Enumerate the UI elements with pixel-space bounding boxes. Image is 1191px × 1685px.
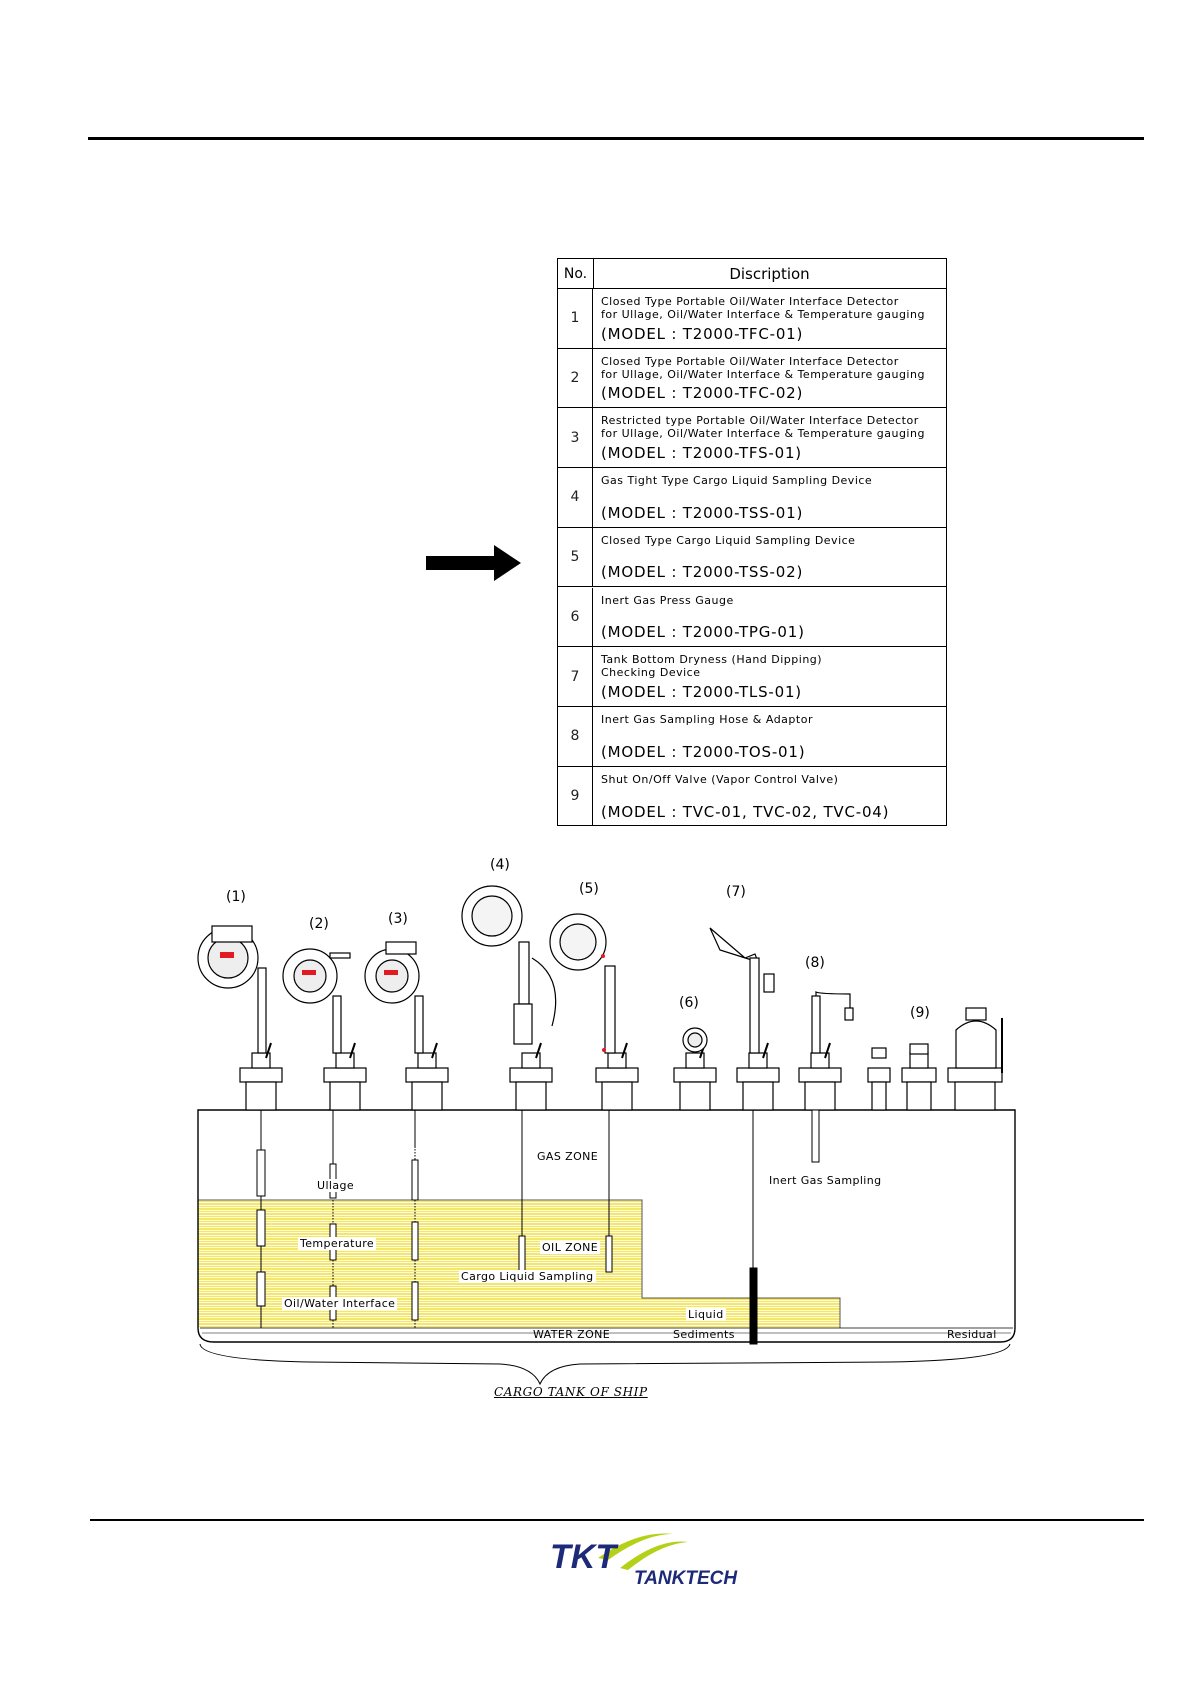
row-model: (MODEL : T2000-TPG-01) xyxy=(601,623,805,642)
row-model: (MODEL : T2000-TFS-01) xyxy=(601,444,802,463)
row-desc: Inert Gas Sampling Hose & Adaptor xyxy=(601,712,813,726)
row-model: (MODEL : TVC-01, TVC-02, TVC-04) xyxy=(601,803,890,822)
logo-mark: TKT xyxy=(550,1538,619,1576)
device-number: (3) xyxy=(388,911,408,927)
row-no: 2 xyxy=(558,348,593,408)
row-model: (MODEL : T2000-TFC-02) xyxy=(601,384,804,403)
sediments-label: Sediments xyxy=(673,1328,735,1341)
row-model: (MODEL : T2000-TSS-02) xyxy=(601,563,804,582)
valve-handles xyxy=(265,1018,1003,1073)
device-number: (9) xyxy=(910,1005,930,1021)
oil-zone-label: OIL ZONE xyxy=(540,1241,601,1254)
ullage-label: Ullage xyxy=(315,1179,357,1192)
spec-table: No. Discription 1 Closed Type Portable O… xyxy=(557,258,947,827)
table-row: 8 Inert Gas Sampling Hose & Adaptor (MOD… xyxy=(558,706,946,767)
table-header: No. Discription xyxy=(558,259,946,289)
table-row: 2 Closed Type Portable Oil/Water Interfa… xyxy=(558,348,946,409)
row-desc: Shut On/Off Valve (Vapor Control Valve) xyxy=(601,772,839,786)
row-desc: Restricted type Portable Oil/Water Inter… xyxy=(601,414,925,441)
row-no: 8 xyxy=(558,706,593,766)
tanktech-logo: TKT TANKTECH xyxy=(550,1533,738,1588)
row-desc: Closed Type Cargo Liquid Sampling Device xyxy=(601,533,856,547)
row-no: 9 xyxy=(558,766,593,827)
arrow-right-icon xyxy=(426,545,521,581)
device-number: (5) xyxy=(579,881,599,897)
diagram-caption: CARGO TANK OF SHIP xyxy=(494,1385,648,1399)
row-desc: Closed Type Portable Oil/Water Interface… xyxy=(601,295,925,321)
table-row: 7 Tank Bottom Dryness (Hand Dipping) Che… xyxy=(558,647,946,707)
logo-name: TANKTECH xyxy=(634,1568,738,1588)
gas-zone-label: GAS ZONE xyxy=(537,1150,599,1163)
row-no: 7 xyxy=(558,647,593,706)
row-desc: Inert Gas Press Gauge xyxy=(601,593,734,607)
instrument-markers xyxy=(220,952,606,1052)
temperature-label: Temperature xyxy=(298,1237,377,1250)
device-number: (8) xyxy=(805,955,825,971)
device-number: (1) xyxy=(226,889,246,905)
row-desc: Tank Bottom Dryness (Hand Dipping) Check… xyxy=(601,653,823,680)
deck-fittings xyxy=(239,1052,1003,1111)
row-desc: Closed Type Portable Oil/Water Interface… xyxy=(601,354,925,381)
top-rule xyxy=(88,137,1144,140)
inert-gas-sampling-label: Inert Gas Sampling xyxy=(769,1174,882,1187)
table-row: 4 Gas Tight Type Cargo Liquid Sampling D… xyxy=(558,468,946,528)
row-model: (MODEL : T2000-TOS-01) xyxy=(601,742,806,761)
cargo-tank-diagram xyxy=(197,885,1016,1386)
row-no: 1 xyxy=(558,289,593,348)
tank-brace xyxy=(199,1343,1011,1386)
row-no: 3 xyxy=(558,408,593,468)
instruments xyxy=(197,885,997,1069)
device-number: (7) xyxy=(726,884,746,900)
row-no: 4 xyxy=(558,468,593,527)
row-no: 5 xyxy=(558,527,593,587)
tank-outline xyxy=(197,1109,1016,1343)
row-desc: Gas Tight Type Cargo Liquid Sampling Dev… xyxy=(601,474,873,488)
device-number: (2) xyxy=(309,916,329,932)
table-row: 9 Shut On/Off Valve (Vapor Control Valve… xyxy=(558,766,946,827)
table-row: 6 Inert Gas Press Gauge (MODEL : T2000-T… xyxy=(558,587,946,648)
bottom-rule xyxy=(90,1519,1144,1521)
device-number: (4) xyxy=(490,857,510,873)
row-no: 6 xyxy=(558,587,593,647)
liquid-label: Liquid xyxy=(686,1308,726,1321)
residual-label: Residual xyxy=(947,1328,997,1341)
row-model: (MODEL : T2000-TLS-01) xyxy=(601,682,802,701)
table-row: 1 Closed Type Portable Oil/Water Interfa… xyxy=(558,289,946,349)
water-zone-label: WATER ZONE xyxy=(533,1328,611,1341)
table-row: 5 Closed Type Cargo Liquid Sampling Devi… xyxy=(558,527,946,588)
header-description: Discription xyxy=(729,264,810,283)
oil-water-interface-label: Oil/Water Interface xyxy=(282,1297,398,1310)
row-model: (MODEL : T2000-TSS-01) xyxy=(601,503,804,522)
row-model: (MODEL : T2000-TFC-01) xyxy=(601,324,804,343)
cargo-liquid-sampling-label: Cargo Liquid Sampling xyxy=(459,1270,596,1283)
device-number: (6) xyxy=(679,995,699,1011)
header-no: No. xyxy=(558,259,594,288)
table-row: 3 Restricted type Portable Oil/Water Int… xyxy=(558,408,946,469)
